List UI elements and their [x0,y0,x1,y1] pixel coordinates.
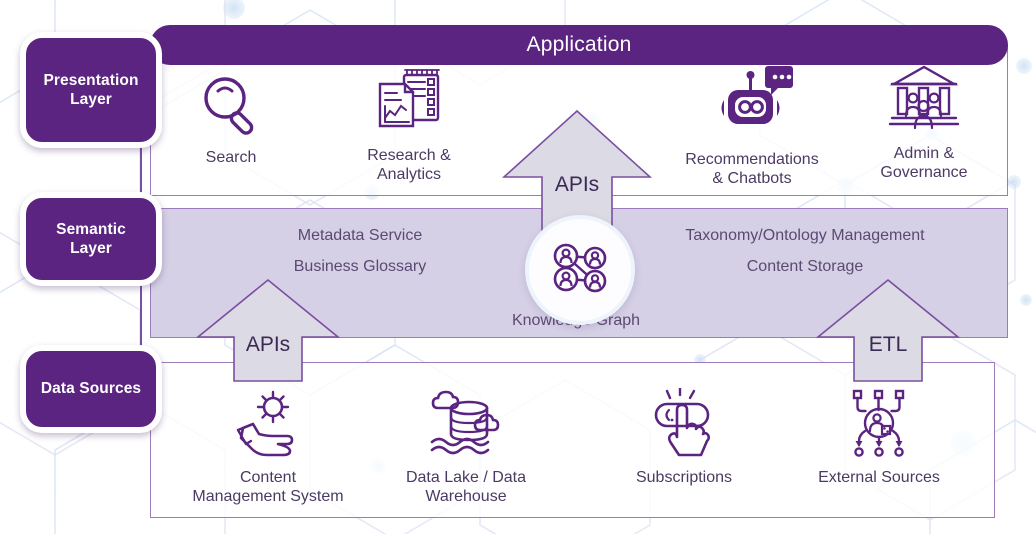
tile-recommendations-chatbots[interactable]: Recommendations & Chatbots [663,60,841,189]
bank-people-icon [886,62,962,139]
semantic-item-content-storage: Content Storage [746,258,864,275]
chip-connector-lower [140,284,142,348]
document-chart-icon [373,66,445,141]
tile-admin-governance[interactable]: Admin & Governance [862,62,986,183]
chip-connector-upper [140,146,142,196]
tile-research-analytics[interactable]: Research & Analytics [345,66,473,185]
external-nodes-icon [843,386,915,463]
tile-recommendations-chatbots-label: Recommendations & Chatbots [685,151,819,187]
hand-tap-icon [646,386,722,463]
layer-chip-presentation-label: Presentation Layer [43,71,139,108]
tile-subscriptions[interactable]: Subscriptions [613,386,755,488]
data-lake-icon [424,386,508,463]
tile-admin-governance-label: Admin & Governance [880,145,968,181]
tile-data-lake-warehouse-label: Data Lake / Data Warehouse [405,469,527,505]
layer-chip-semantic-label: Semantic Layer [56,220,126,257]
layer-chip-presentation[interactable]: Presentation Layer [20,32,162,148]
layer-chip-semantic[interactable]: Semantic Layer [20,192,162,286]
layer-chip-data-sources[interactable]: Data Sources [20,345,162,433]
tile-external-sources-label: External Sources [818,469,940,486]
semantic-item-taxonomy-ontology: Taxonomy/Ontology Management [685,227,925,244]
semantic-item-metadata-service: Metadata Service [297,227,423,244]
tile-search[interactable]: Search [175,72,287,168]
knowledge-graph-icon [544,232,616,309]
tile-external-sources[interactable]: External Sources [806,386,952,488]
arrow-etl: ETL [812,275,964,385]
application-banner: Application [150,25,1008,65]
robot-chat-icon [710,60,794,145]
tile-content-management-system[interactable]: Content Management System [190,388,346,507]
tile-subscriptions-label: Subscriptions [635,469,733,486]
tile-research-analytics-label: Research & Analytics [367,147,451,183]
tile-data-lake-warehouse[interactable]: Data Lake / Data Warehouse [390,386,542,507]
hand-gear-icon [229,388,307,463]
magnifier-icon [198,72,264,143]
tile-search-label: Search [205,149,257,166]
tile-content-management-system-label: Content Management System [192,469,344,505]
knowledge-graph-badge[interactable] [525,215,635,325]
arrow-apis-lower: APIs [192,275,344,385]
semantic-item-business-glossary: Business Glossary [293,258,427,275]
layer-chip-data-sources-label: Data Sources [40,380,142,398]
application-banner-label: Application [526,33,632,56]
